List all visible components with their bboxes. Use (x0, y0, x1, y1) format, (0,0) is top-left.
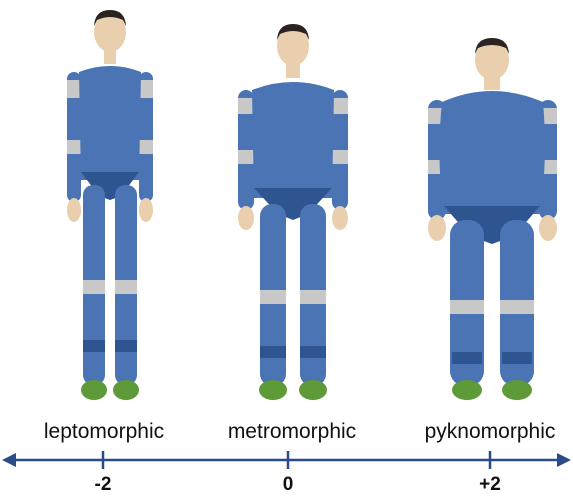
tick-label-0: 0 (283, 474, 294, 496)
axis-arrow-left-icon (2, 453, 16, 467)
axis-arrow-right-icon (557, 453, 571, 467)
metromorphic-figure (228, 0, 358, 410)
leptomorphic-figure (55, 0, 165, 410)
tick-label-minus2: -2 (95, 474, 112, 496)
tick-label-plus2: +2 (479, 474, 501, 496)
pyknomorphic-figure (420, 0, 565, 410)
